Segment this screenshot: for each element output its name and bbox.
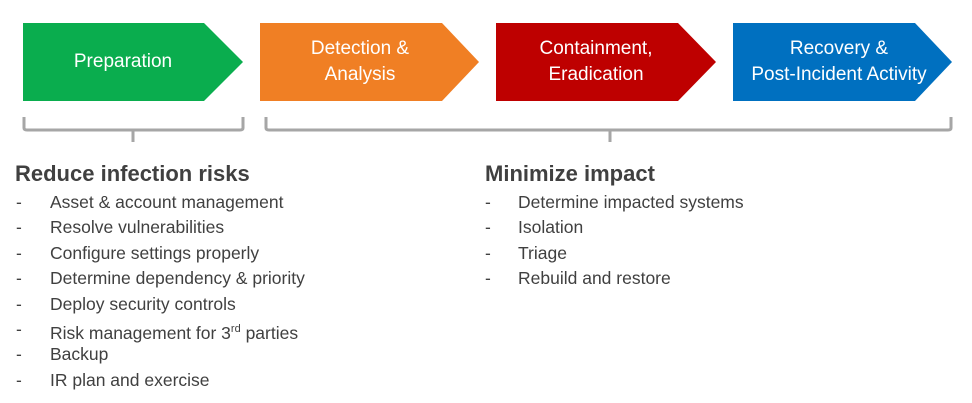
bullet-dash: - bbox=[16, 242, 22, 263]
list-item: - Resolve vulnerabilities bbox=[16, 215, 436, 240]
bracket-preparation bbox=[22, 117, 245, 142]
list-item-text: Resolve vulnerabilities bbox=[50, 215, 224, 240]
list-item-label: Deploy security controls bbox=[50, 293, 236, 314]
list-item: - Risk management for 3rd parties bbox=[16, 317, 436, 343]
list-item-label: Risk management for 3 bbox=[50, 322, 231, 343]
bullet-dash: - bbox=[16, 369, 22, 390]
list-item-label: Backup bbox=[50, 344, 109, 365]
chevron-containment bbox=[496, 23, 716, 101]
bullet-dash: - bbox=[485, 242, 491, 263]
list-item: - Triage bbox=[485, 241, 905, 266]
list-item-label: IR plan and exercise bbox=[50, 369, 210, 390]
right-heading: Minimize impact bbox=[485, 161, 655, 186]
list-item-text: Configure settings properly bbox=[50, 241, 259, 266]
bullet-dash: - bbox=[16, 318, 22, 339]
phase-label-recovery: Recovery & Post-Incident Activity bbox=[751, 38, 927, 85]
phase-label-detection: Detection & Analysis bbox=[310, 38, 410, 85]
list-item-text: Isolation bbox=[518, 215, 583, 240]
right-list: - Determine impacted systems - Isolation - Tr… bbox=[485, 190, 905, 292]
bullet-dash: - bbox=[16, 217, 22, 238]
bullet-dash: - bbox=[485, 217, 491, 238]
list-item: - Asset & account management bbox=[16, 190, 436, 215]
bracket-response bbox=[264, 117, 953, 142]
list-item-text: Triage bbox=[518, 241, 567, 266]
list-item-text: Rebuild and restore bbox=[518, 266, 671, 291]
phase-label-containment: Containment, Eradication bbox=[539, 38, 653, 85]
list-item-label: Determine impacted systems bbox=[518, 192, 744, 212]
left-list: - Asset & account management - Resolve vuln… bbox=[16, 190, 436, 393]
list-item: - Determine dependency & priority bbox=[16, 266, 436, 291]
list-item: - Isolation bbox=[485, 215, 905, 240]
list-item-label: Configure settings properly bbox=[50, 242, 260, 263]
phase-label-preparation: Preparation bbox=[73, 51, 173, 72]
bullet-dash: - bbox=[16, 293, 22, 314]
superscript: rd bbox=[230, 322, 241, 335]
list-item-label: Determine dependency & priority bbox=[50, 268, 305, 289]
list-item-label: Triage bbox=[518, 242, 567, 263]
list-item: - IR plan and exercise bbox=[16, 368, 436, 393]
chevron-detection bbox=[260, 23, 479, 101]
list-item-label: Asset & account management bbox=[50, 192, 284, 212]
list-item-suffix: parties bbox=[240, 322, 299, 343]
list-item-label: Rebuild and restore bbox=[518, 268, 671, 289]
chevron-preparation bbox=[23, 23, 243, 101]
list-item: - Backup bbox=[16, 342, 436, 367]
list-item-text: IR plan and exercise bbox=[50, 368, 210, 393]
list-item: - Rebuild and restore bbox=[485, 266, 905, 291]
list-item-label: Resolve vulnerabilities bbox=[50, 217, 225, 238]
bullet-dash: - bbox=[485, 268, 491, 289]
list-item-text: Asset & account management bbox=[50, 190, 283, 215]
list-item-text: Risk management for 3rd parties bbox=[50, 317, 298, 346]
list-item-text: Deploy security controls bbox=[50, 292, 236, 317]
bullet-dash: - bbox=[16, 268, 22, 289]
list-item-text: Determine dependency & priority bbox=[50, 266, 305, 291]
list-item-text: Determine impacted systems bbox=[518, 190, 744, 215]
bullet-dash: - bbox=[16, 344, 22, 365]
bullet-dash: - bbox=[16, 192, 22, 212]
list-item: - Configure settings properly bbox=[16, 241, 436, 266]
list-item-text: Backup bbox=[50, 342, 108, 367]
chevron-recovery bbox=[733, 23, 952, 101]
left-heading: Reduce infection risks bbox=[15, 161, 250, 186]
list-item-label: Isolation bbox=[518, 217, 584, 238]
bullet-dash: - bbox=[485, 192, 491, 212]
list-item: - Deploy security controls bbox=[16, 292, 436, 317]
list-item: - Determine impacted systems bbox=[485, 190, 905, 215]
